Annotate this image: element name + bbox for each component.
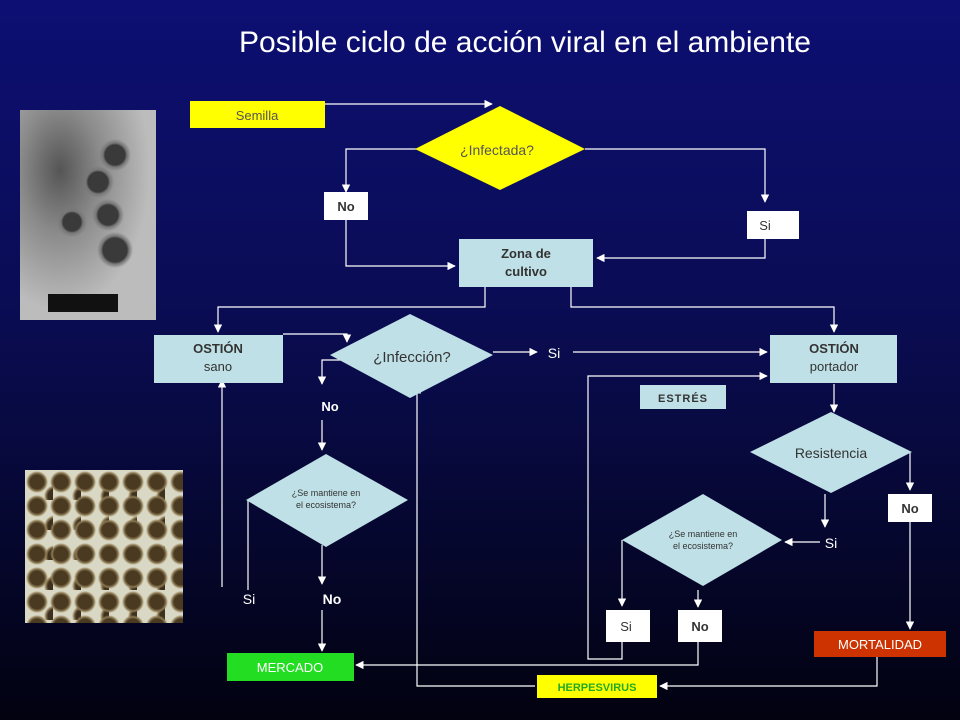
semilla-label: Semilla: [236, 108, 279, 123]
infectada-decision: [415, 106, 585, 190]
si-label-4: Si: [243, 591, 255, 607]
ostion-portador-label-1: OSTIÓN: [809, 341, 859, 356]
page-title: Posible ciclo de acción viral en el ambi…: [239, 26, 811, 59]
scale-bar: [48, 294, 118, 312]
mantiene-left-decision: [246, 454, 408, 547]
no-label-5: No: [691, 619, 708, 634]
no-label-2: No: [321, 399, 338, 414]
si-box-5: [606, 610, 650, 642]
estres-box: [640, 385, 726, 409]
mortalidad-label: MORTALIDAD: [838, 637, 922, 652]
zona-cultivo-label-2: cultivo: [505, 264, 547, 279]
electron-micrograph-image: [20, 110, 156, 320]
estres-label: ESTRÉS: [658, 392, 708, 405]
infeccion-label: ¿Infección?: [373, 349, 451, 366]
mercado-box: [227, 653, 354, 681]
si-label-1: Si: [759, 218, 771, 233]
no-label-3: No: [901, 501, 918, 516]
semilla-box: [190, 101, 325, 128]
zona-cultivo-box: [459, 239, 593, 287]
no-label-1: No: [337, 199, 354, 214]
no-label-4: No: [323, 591, 342, 607]
resistencia-label: Resistencia: [795, 445, 868, 461]
si-label-2: Si: [548, 345, 560, 361]
connectors: [213, 99, 915, 691]
mantiene-right-label-1: ¿Se mantiene en: [669, 529, 738, 539]
si-label-5: Si: [620, 619, 632, 634]
larvae-photo-image: [25, 470, 183, 623]
zona-cultivo-label-1: Zona de: [501, 246, 551, 261]
no-box-3: [888, 494, 932, 522]
mantiene-right-label-2: el ecosistema?: [673, 541, 733, 551]
mantiene-right-decision: [622, 494, 782, 586]
no-box-5: [678, 610, 722, 642]
herpesvirus-label: HERPESVIRUS: [558, 682, 637, 694]
mercado-label: MERCADO: [257, 660, 323, 675]
mantiene-left-label-1: ¿Se mantiene en: [292, 488, 361, 498]
ostion-sano-label-2: sano: [204, 359, 232, 374]
mantiene-left-label-2: el ecosistema?: [296, 500, 356, 510]
si-label-3: Si: [825, 535, 837, 551]
infectada-label: ¿Infectada?: [460, 142, 534, 158]
herpesvirus-box: [537, 675, 657, 698]
no-box-1: [324, 192, 368, 220]
mortalidad-box: [814, 631, 946, 657]
resistencia-decision: [750, 412, 912, 493]
ostion-sano-box: [154, 335, 283, 383]
ostion-sano-label-1: OSTIÓN: [193, 341, 243, 356]
ostion-portador-box: [770, 335, 897, 383]
ostion-portador-label-2: portador: [810, 359, 859, 374]
infeccion-decision: [330, 314, 493, 398]
si-box-1: [747, 211, 799, 239]
